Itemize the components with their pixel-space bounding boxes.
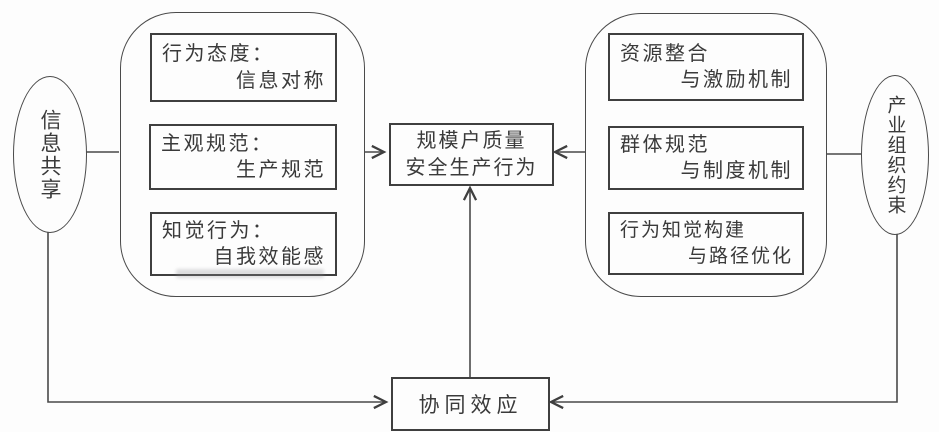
right-box2-line1: 群体规范 <box>620 133 710 156</box>
arrow-right-ellipse-to-bottom-box <box>551 233 898 402</box>
arrow-left-ellipse-to-bottom-box <box>47 231 386 402</box>
right-box3-line1: 行为知觉构建 <box>620 220 747 242</box>
right-box-resource-integration: 资源整合 与激励机制 <box>608 33 804 101</box>
right-ellipse-label: 产业组织约束 <box>884 95 906 215</box>
center-box-line2: 安全生产行为 <box>405 156 538 179</box>
right-box-behavior-perception-construction: 行为知觉构建 与路径优化 <box>608 212 804 275</box>
bottom-box-synergy-effect: 协同效应 <box>391 377 550 431</box>
left-box-behavior-attitude: 行为态度： 信息对称 <box>150 33 337 102</box>
left-box2-line2: 生产规范 <box>236 159 326 181</box>
right-box1-line1: 资源整合 <box>620 42 710 65</box>
right-box-group-norm: 群体规范 与制度机制 <box>608 126 804 190</box>
right-ellipse-industry-organization-constraint: 产业组织约束 <box>861 75 929 235</box>
right-box2-line2: 与制度机制 <box>680 160 793 182</box>
left-box3-line1: 知觉行为： <box>162 219 275 242</box>
left-box1-line2: 信息对称 <box>236 69 326 92</box>
left-box-perceived-behavior: 知觉行为： 自我效能感 <box>150 212 337 276</box>
center-box-quality-safety-production: 规模户质量 安全生产行为 <box>389 123 554 186</box>
left-box1-line1: 行为态度： <box>162 43 275 66</box>
left-ellipse-label: 信息共享 <box>38 108 62 201</box>
watermark-smudge <box>176 269 324 278</box>
left-box3-line2: 自我效能感 <box>213 246 326 268</box>
bottom-box-label: 协同效应 <box>418 393 523 417</box>
right-box1-line2: 与激励机制 <box>680 69 793 91</box>
right-box3-line2: 与路径优化 <box>687 245 793 267</box>
left-ellipse-information-sharing: 信息共享 <box>13 76 87 233</box>
left-box2-line1: 主观规范： <box>161 132 274 155</box>
center-box-line1: 规模户质量 <box>416 130 527 153</box>
left-box-subjective-norm: 主观规范： 生产规范 <box>149 124 337 190</box>
